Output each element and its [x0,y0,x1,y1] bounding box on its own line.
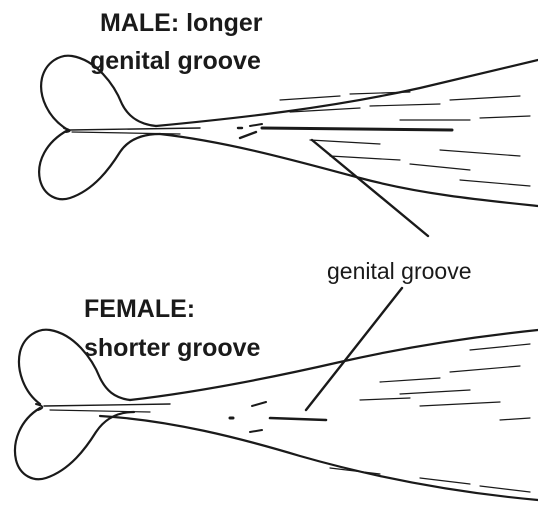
male-callout-line [312,140,428,236]
female-slit-mark-2 [250,430,262,432]
female-slit-mark [252,402,266,406]
female-lower-fluke [15,408,134,479]
male-midline [70,128,200,130]
genital-groove-callout-label: genital groove [327,258,472,286]
female-midline-2 [50,410,150,412]
female-midline [44,404,170,406]
male-slit-mark-2 [250,124,262,126]
male-label-line1: MALE: longer [100,8,263,38]
male-genital-groove [262,128,452,130]
female-genital-groove [270,418,326,420]
male-slit-mark [240,132,256,138]
female-skin-wrinkles [330,344,530,492]
male-lower-fluke [39,130,160,199]
female-callout-line [306,288,402,410]
female-label-line1: FEMALE: [84,294,195,324]
male-midline-2 [72,132,180,134]
male-whale [39,56,538,206]
male-label-line2: genital groove [90,46,261,76]
female-ventral-outline [100,416,538,500]
female-label-line2: shorter groove [84,333,260,363]
